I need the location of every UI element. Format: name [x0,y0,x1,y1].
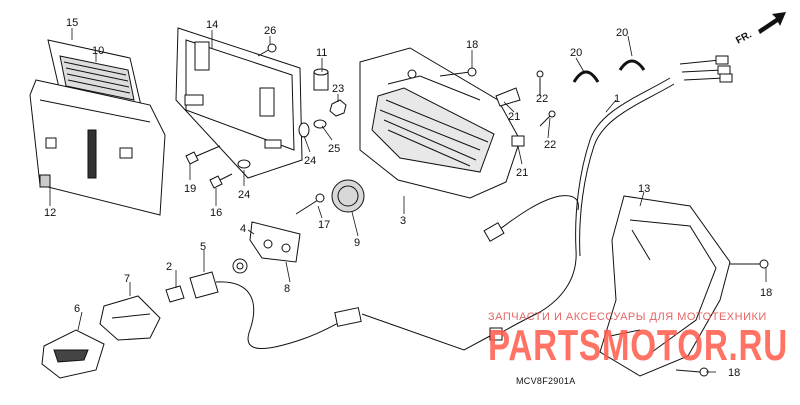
harness-clip-20-part [572,59,646,83]
front-direction-arrow: FR. [734,12,786,47]
license-lens-part [99,295,161,341]
side-reflector-part [41,329,105,379]
callout-19: 19 [184,183,196,195]
direction-label: FR. [734,29,754,46]
callout-9: 9 [354,237,360,249]
callout-20-right: 20 [616,27,628,39]
callout-5: 5 [200,241,206,253]
callout-labels: 15 10 14 26 11 23 25 24 24 19 16 12 18 2… [44,17,772,379]
callout-20-left: 20 [570,47,582,59]
bolt-19-part [185,145,221,165]
washer-25-part [313,119,327,129]
callout-18-right: 18 [760,287,772,299]
tail-light-part [359,47,521,199]
watermark-tagline: ЗАПЧАСТИ И АКСЕССУАРЫ ДЛЯ МОТОТЕХНИКИ [488,311,767,323]
callout-8: 8 [284,283,290,295]
leader-lines [49,28,767,373]
callout-3: 3 [400,215,406,227]
callout-22-lower: 22 [544,139,556,151]
callout-25: 25 [328,143,340,155]
callout-4: 4 [240,223,246,235]
watermark-brand: PARTSMOTOR.RU [488,321,788,370]
callout-6: 6 [74,303,80,315]
license-socket-part [165,271,491,351]
callout-7: 7 [124,273,130,285]
callout-18-top: 18 [466,39,478,51]
grommet-4-part [232,258,248,274]
bolt-18-upper-part [439,67,477,77]
callout-15: 15 [66,17,78,29]
callout-23: 23 [332,83,344,95]
bolt-18-right-part [730,259,769,269]
callout-17: 17 [318,219,330,231]
collar-11-part [313,68,329,91]
license-light-housing-part [249,221,301,263]
callout-24-upper: 24 [304,155,316,167]
callout-1: 1 [614,93,620,105]
callout-26: 26 [264,25,276,37]
bolt-16-part [209,173,233,189]
reflector-part [331,179,365,213]
drawing-code: MCV8F2901A [516,376,576,386]
callout-22-upper: 22 [536,93,548,105]
callout-12: 12 [44,207,56,219]
nut-23-part [329,99,347,117]
callout-10: 10 [92,45,104,57]
callout-13: 13 [638,183,650,195]
callout-18-bottom: 18 [728,367,740,379]
callout-24-lower: 24 [238,189,250,201]
callout-2: 2 [166,261,172,273]
callout-21-lower: 21 [516,167,528,179]
bolt-26-part [257,43,277,57]
callout-11: 11 [316,47,327,59]
inner-fender-part [599,195,731,377]
callout-16: 16 [210,207,222,219]
callout-14: 14 [206,19,218,31]
callout-21-upper: 21 [508,111,520,123]
license-bracket-part [175,27,303,179]
wire-harness-part [483,55,733,341]
bolt-17-part [295,193,325,215]
watermark: ЗАПЧАСТИ И АКСЕССУАРЫ ДЛЯ МОТОТЕХНИКИ PA… [488,311,788,370]
rear-fender-panel-part [29,79,166,216]
